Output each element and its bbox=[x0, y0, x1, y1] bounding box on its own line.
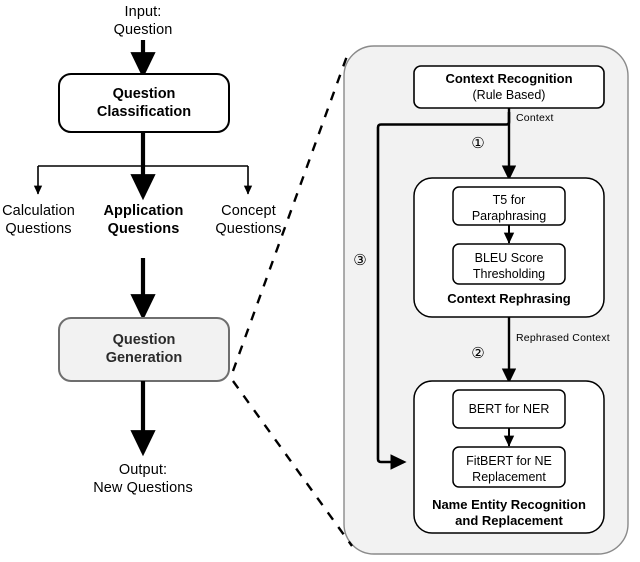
bleu-thresholding-box bbox=[452, 243, 566, 285]
bleu-thresholding-label: BLEU Score Thresholding bbox=[472, 251, 546, 282]
bert-ner-label: BERT for NER bbox=[468, 402, 550, 416]
fitbert-label: FitBERT for NE Replacement bbox=[466, 454, 552, 485]
branch-label-calculation: Calculation Questions bbox=[2, 203, 75, 237]
context-recognition-subtitle: (Rule Based) bbox=[472, 88, 546, 102]
edge-note-rephrased-context: Rephrased Context bbox=[516, 332, 610, 344]
branch-label-concept: Concept Questions bbox=[215, 203, 282, 237]
edge-marker-2: ② bbox=[471, 345, 485, 362]
question-generation-label: Question Generation bbox=[105, 332, 183, 367]
edge-feedback-loop bbox=[376, 112, 511, 470]
zoom-connector-top bbox=[231, 55, 349, 372]
ner-group-caption: Name Entity Recognition and Replacement bbox=[432, 497, 586, 529]
zoom-connector-bottom bbox=[232, 380, 353, 547]
edge-marker-3: ③ bbox=[353, 252, 367, 269]
fitbert-box bbox=[452, 446, 566, 488]
context-recognition-title: Context Recognition bbox=[445, 71, 573, 86]
question-classification-label: Question Classification bbox=[96, 86, 192, 121]
edge-marker-1: ① bbox=[471, 135, 485, 152]
context-rephrasing-caption: Context Rephrasing bbox=[447, 291, 571, 306]
t5-paraphrasing-label: T5 for Paraphrasing bbox=[471, 193, 547, 224]
edge-note-context: Context bbox=[516, 112, 554, 124]
output-label: Output: New Questions bbox=[93, 462, 193, 496]
branch-label-application: Application Questions bbox=[103, 203, 184, 237]
input-label: Input: Question bbox=[113, 4, 173, 38]
